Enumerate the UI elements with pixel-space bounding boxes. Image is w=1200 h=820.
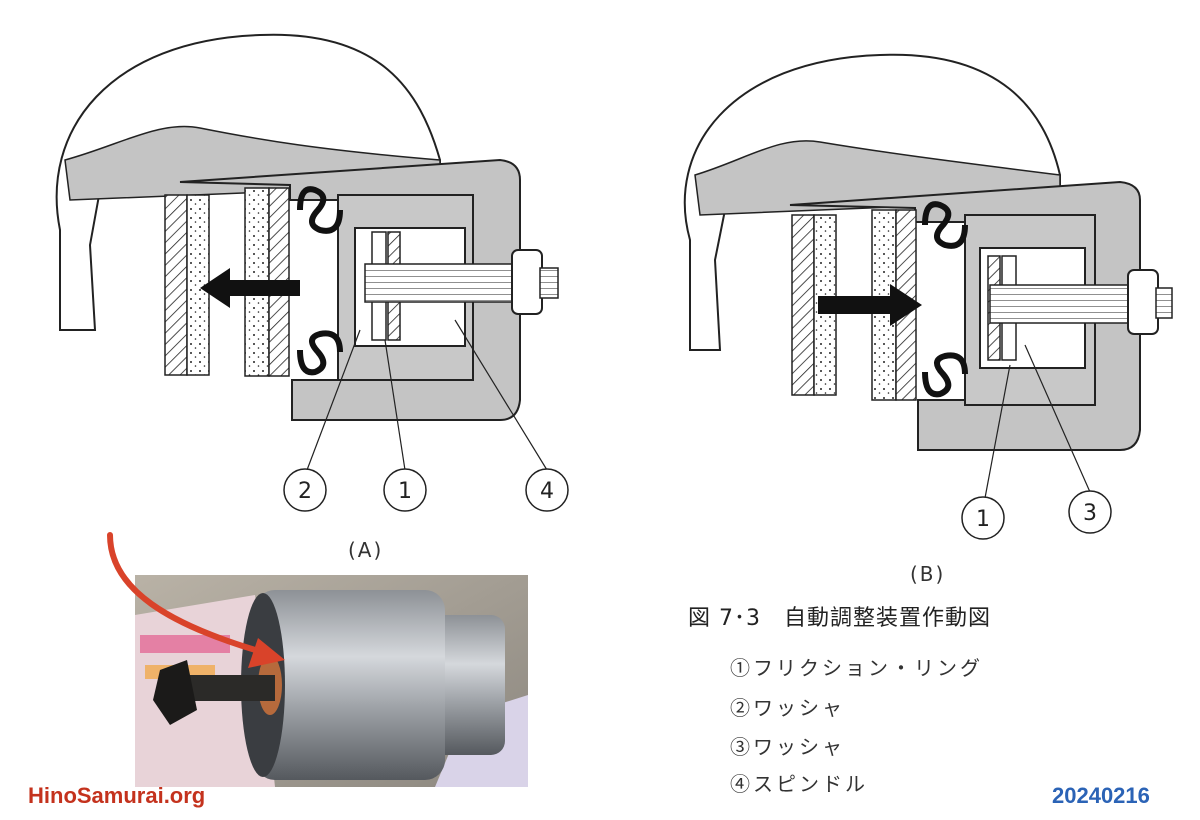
seal-bottom-b xyxy=(922,352,968,398)
svg-text:2: 2 xyxy=(298,479,312,504)
callout-3-b: 3 xyxy=(1068,490,1112,534)
seal-top-b xyxy=(922,201,968,249)
callout-1-b: 1 xyxy=(961,496,1005,540)
callout-2-a: 2 xyxy=(283,468,327,512)
legend-item-3: ③ワッシャ xyxy=(730,735,845,759)
site-label: HinoSamurai.org xyxy=(28,783,206,808)
seal-top-a xyxy=(297,186,343,234)
arrow-right-icon xyxy=(818,284,922,326)
date-label: 20240216 xyxy=(1052,783,1150,808)
pad-b-outer-hatched xyxy=(791,214,815,396)
svg-text:1: 1 xyxy=(398,479,412,504)
spindle-a xyxy=(364,263,516,303)
callout-4-a: 4 xyxy=(525,468,569,512)
legend-item-2: ②ワッシャ xyxy=(730,696,845,720)
bolt-end-b xyxy=(1155,287,1173,319)
diagram-b: 1 3 xyxy=(683,53,1173,540)
diagram-a: 2 1 4 xyxy=(55,33,569,512)
svg-text:1: 1 xyxy=(976,507,990,532)
part-photo-drawing xyxy=(135,575,528,787)
svg-text:3: 3 xyxy=(1083,501,1097,526)
svg-text:4: 4 xyxy=(540,479,554,504)
callout-1-a: 1 xyxy=(383,468,427,512)
legend-item-4: ④スピンドル xyxy=(730,772,868,796)
bolt-end-a xyxy=(539,267,559,299)
arrow-left-icon xyxy=(200,268,300,308)
spindle-b xyxy=(989,284,1136,324)
nut-b xyxy=(1127,269,1159,335)
legend-item-1: ①フリクション・リング xyxy=(730,656,983,680)
seal-bottom-a xyxy=(297,330,343,376)
caption-a: (A) xyxy=(348,538,384,562)
caption-b: (B) xyxy=(910,562,946,586)
figure-title: 図 7･3 自動調整装置作動図 xyxy=(688,606,991,631)
part-photo xyxy=(135,575,528,787)
